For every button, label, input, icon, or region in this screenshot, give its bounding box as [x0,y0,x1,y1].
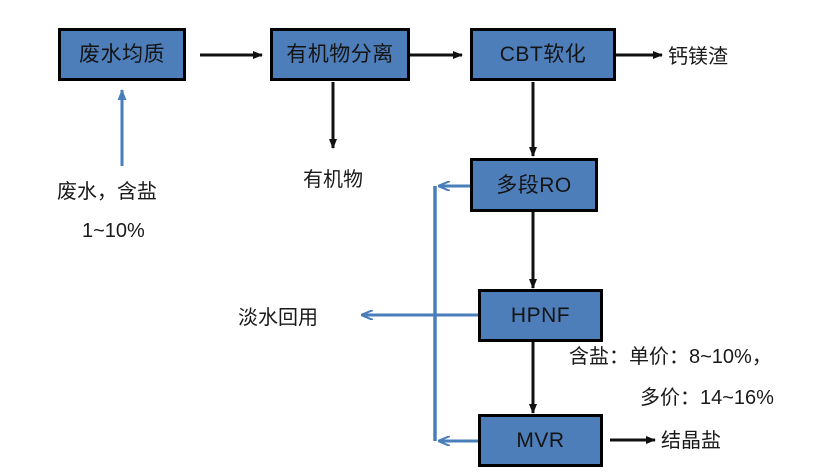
label-fresh-water-reuse: 淡水回用 [238,307,318,329]
label-crystal-salt: 结晶盐 [661,430,721,452]
node-multi-stage-ro-label: 多段RO [496,173,572,197]
label-organics-output: 有机物 [303,169,363,191]
node-organic-separation-label: 有机物分离 [286,43,394,66]
label-salinity-line1: 含盐：单价：8~10%， [569,346,772,368]
node-equalization-label: 废水均质 [79,43,165,66]
label-salinity-line2: 多价：14~16% [640,387,774,409]
node-organic-separation[interactable]: 有机物分离 [270,28,410,81]
node-equalization[interactable]: 废水均质 [58,28,186,81]
node-multi-stage-ro[interactable]: 多段RO [470,158,598,212]
label-influent-line2: 1~10% [82,220,145,242]
node-cbt-softening-label: CBT软化 [499,43,587,66]
node-hpnf[interactable]: HPNF [478,289,603,342]
node-hpnf-label: HPNF [510,304,571,327]
label-influent-line1: 废水，含盐 [57,181,157,203]
node-mvr[interactable]: MVR [478,414,603,467]
label-calcium-magnesium-residue: 钙镁渣 [668,46,728,68]
node-mvr-label: MVR [516,429,565,452]
node-cbt-softening[interactable]: CBT软化 [470,28,616,81]
